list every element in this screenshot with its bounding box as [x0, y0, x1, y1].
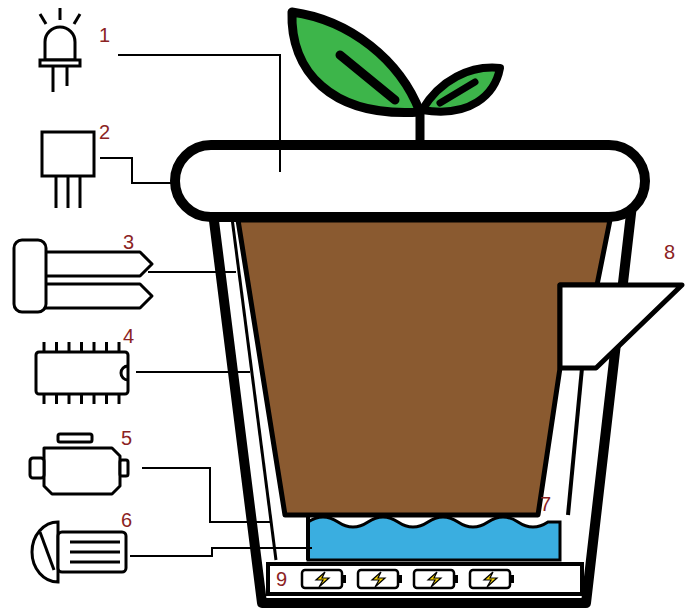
callout-number: 6 — [121, 510, 132, 530]
water-spout — [560, 285, 682, 368]
battery-cell — [470, 570, 514, 588]
callout-number: 2 — [99, 122, 110, 142]
callout-number: 1 — [99, 25, 110, 45]
sensor-chip-icon — [42, 132, 94, 208]
water-reservoir — [308, 517, 560, 560]
leader-lines — [100, 55, 312, 556]
battery-cell — [302, 570, 346, 588]
soil — [238, 220, 610, 515]
batteries — [302, 570, 514, 588]
callout-number: 5 — [121, 428, 132, 448]
pot-body — [212, 205, 632, 603]
reservoir-wall — [568, 368, 582, 515]
motor-icon — [32, 522, 126, 582]
large-leaf — [292, 12, 420, 113]
battery-cell — [414, 570, 458, 588]
battery-compartment — [268, 564, 582, 594]
battery-cell — [358, 570, 402, 588]
led-icon — [40, 8, 80, 92]
callout-number: 8 — [664, 242, 675, 262]
small-leaf — [422, 68, 500, 112]
callout-number: 7 — [540, 494, 551, 514]
callout-number: 4 — [123, 326, 134, 346]
callout-number: 9 — [276, 569, 287, 589]
leaf-vein — [340, 55, 395, 100]
pot-rim — [175, 145, 645, 217]
reservoir-wall — [306, 515, 310, 560]
callout-number: 3 — [123, 232, 134, 252]
leaf-vein — [440, 82, 475, 103]
pump-icon — [30, 434, 128, 494]
microcontroller-icon — [36, 342, 128, 404]
